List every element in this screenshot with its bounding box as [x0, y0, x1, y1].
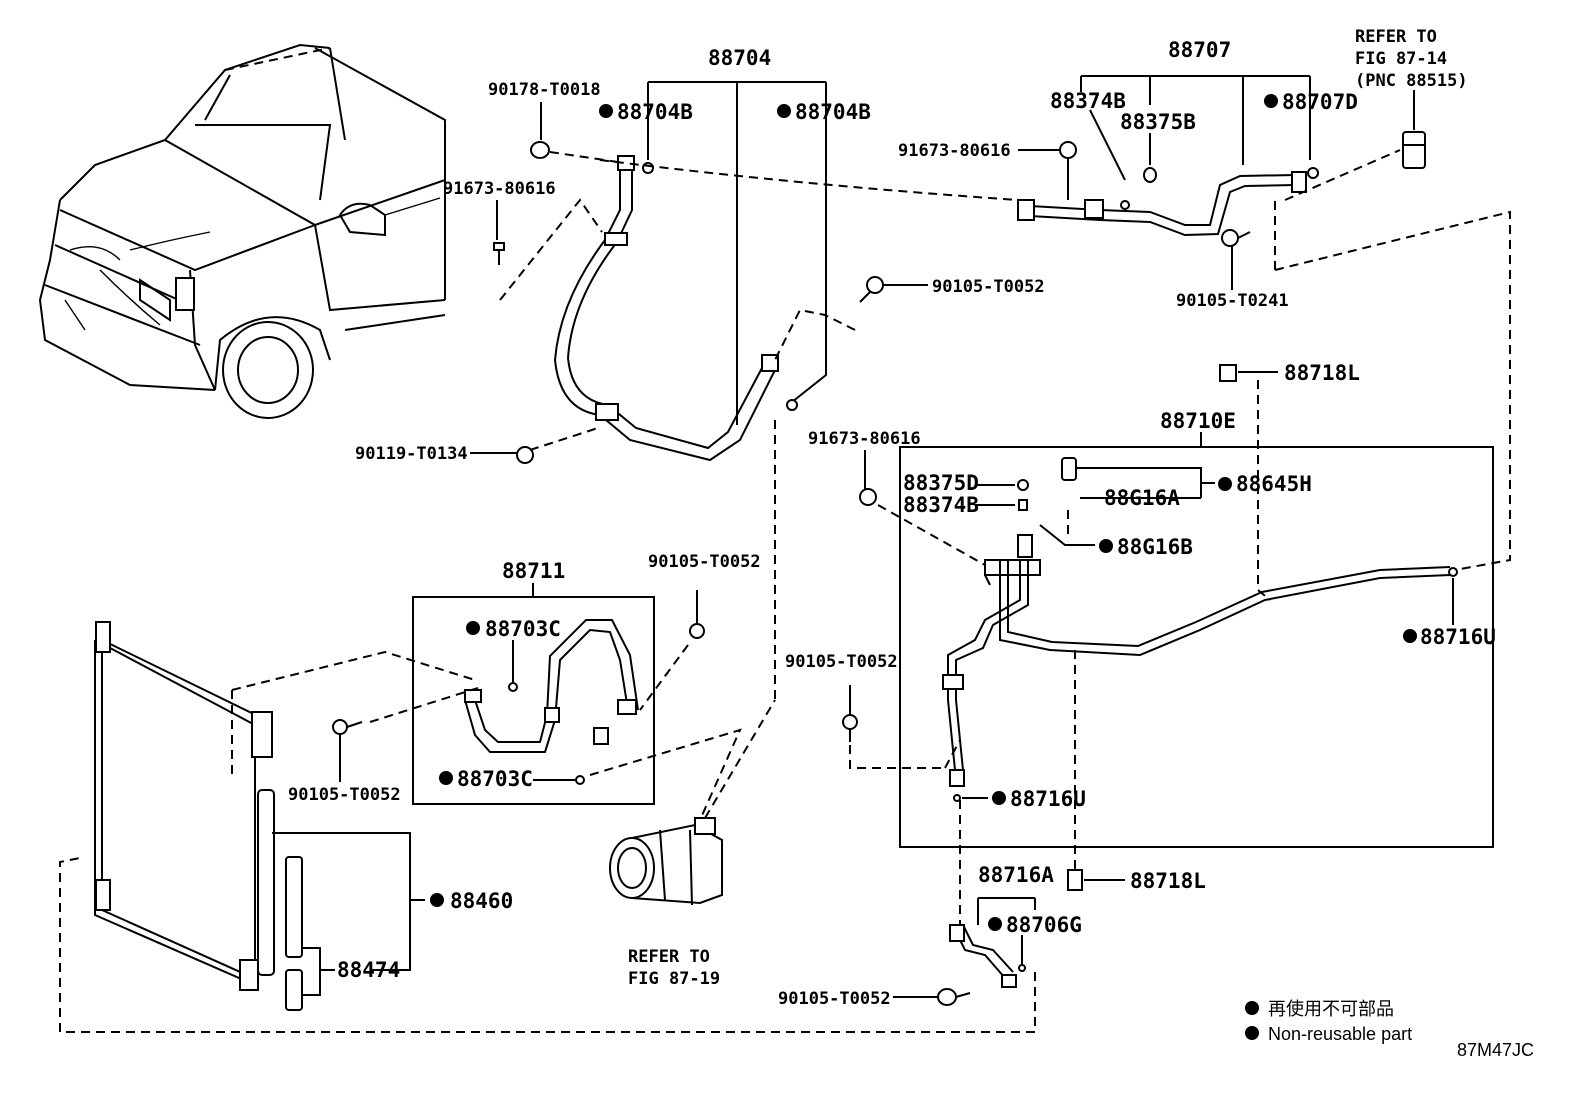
- label-91673-80616-right: 91673-80616: [898, 141, 1011, 161]
- legend-non-reusable-jp: 再使用不可部品: [1268, 999, 1394, 1019]
- label-88645H: 88645H: [1236, 472, 1312, 496]
- legend: 再使用不可部品 Non-reusable part: [1245, 999, 1412, 1044]
- label-88G16B: 88G16B: [1117, 535, 1193, 559]
- label-88707D: 88707D: [1282, 90, 1358, 114]
- label-90105-T0241: 90105-T0241: [1176, 291, 1289, 311]
- label-90119-T0134: 90119-T0134: [355, 444, 468, 464]
- label-90105-T0052-top: 90105-T0052: [932, 277, 1045, 297]
- label-90105-T0052-left: 90105-T0052: [288, 785, 401, 805]
- label-88474: 88474: [337, 958, 400, 982]
- label-88706G: 88706G: [1006, 913, 1082, 937]
- label-88710E: 88710E: [1160, 409, 1236, 433]
- lower-right-parts: [59, 857, 1125, 1033]
- legend-non-reusable-en: Non-reusable part: [1268, 1024, 1412, 1044]
- vehicle-illustration: [38, 43, 446, 419]
- label-91673-80616-mid: 91673-80616: [808, 429, 921, 449]
- refer-fig-87-14-line3: (PNC 88515): [1355, 71, 1468, 91]
- hose-88711-group: [231, 583, 742, 821]
- refer-fig-87-14-line1: REFER TO: [1355, 27, 1437, 47]
- label-88707: 88707: [1168, 38, 1231, 62]
- label-90105-T0052-mid: 90105-T0052: [785, 652, 898, 672]
- label-88716U-right: 88716U: [1420, 625, 1496, 649]
- figure-code: 87M47JC: [1457, 1040, 1534, 1060]
- part-labels: 88704 90178-T0018 88704B 88704B 91673-80…: [288, 27, 1496, 1009]
- label-88374B-mid: 88374B: [903, 493, 979, 517]
- label-88718L-top: 88718L: [1284, 361, 1360, 385]
- label-88704B-right: 88704B: [795, 100, 871, 124]
- refer-fig-87-19-line2: FIG 87-19: [628, 969, 720, 989]
- label-90178-T0018: 90178-T0018: [488, 80, 601, 100]
- refer-fig-87-19-line1: REFER TO: [628, 947, 710, 967]
- compressor: [609, 699, 776, 906]
- label-90105-T0052-bottom: 90105-T0052: [778, 989, 891, 1009]
- label-88704B-left: 88704B: [617, 100, 693, 124]
- label-88711: 88711: [502, 559, 565, 583]
- label-88703C-top: 88703C: [485, 617, 561, 641]
- label-88718L-low: 88718L: [1130, 869, 1206, 893]
- label-88716U-low: 88716U: [1010, 787, 1086, 811]
- condenser: [94, 621, 444, 1011]
- label-88460: 88460: [450, 889, 513, 913]
- label-88703C-bottom: 88703C: [457, 767, 533, 791]
- tube-88710E-group: [842, 364, 1494, 925]
- refer-fig-87-14-line2: FIG 87-14: [1355, 49, 1447, 69]
- label-88375D: 88375D: [903, 471, 979, 495]
- label-90105-T0052-upper: 90105-T0052: [648, 552, 761, 572]
- label-88716A: 88716A: [978, 863, 1054, 887]
- tube-88707-group: [599, 75, 1511, 571]
- non-reusable-bullet-icon: [1245, 1001, 1259, 1015]
- non-reusable-bullet-icon: [1245, 1026, 1259, 1040]
- label-88704: 88704: [708, 46, 771, 70]
- hose-88704-group: [470, 81, 928, 700]
- label-88G16A: 88G16A: [1104, 486, 1180, 510]
- label-88375B: 88375B: [1120, 110, 1196, 134]
- label-88374B-top: 88374B: [1050, 89, 1126, 113]
- label-91673-80616-top: 91673-80616: [443, 179, 556, 199]
